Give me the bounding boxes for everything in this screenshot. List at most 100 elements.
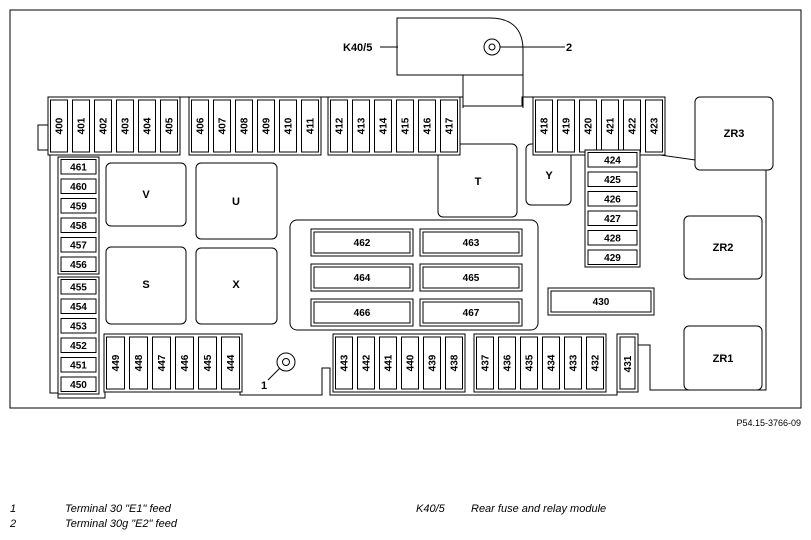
fuse-449-label: 449 [111, 354, 122, 371]
fuse-409-label: 409 [262, 117, 273, 134]
fuse-416-label: 416 [423, 117, 434, 134]
fuse-412 [330, 99, 348, 153]
fuse-409 [257, 99, 275, 153]
fuse-433-label: 433 [569, 354, 580, 371]
fuse-459-label: 459 [70, 201, 87, 212]
fuse-413-label: 413 [357, 117, 368, 134]
relay-y-label: Y [545, 170, 553, 182]
relay-zr2 [683, 215, 763, 280]
fuse-451 [60, 357, 97, 373]
fuse-410 [279, 99, 297, 153]
fuse-441-label: 441 [384, 354, 395, 371]
fuse-462-label: 462 [354, 238, 371, 249]
fuse-430-inner [550, 290, 652, 313]
module-label: K40/5 [343, 42, 372, 54]
fuse-406-label: 406 [196, 117, 207, 134]
fuse-424-label: 424 [604, 155, 621, 166]
fuse-418 [535, 99, 553, 153]
fuse-457-label: 457 [70, 240, 87, 251]
fuse-410-label: 410 [284, 117, 295, 134]
fuse-467-label: 467 [463, 308, 480, 319]
relay-zr3-label: ZR3 [724, 128, 745, 140]
fuse-414 [374, 99, 392, 153]
fuse-438 [445, 336, 463, 390]
fuse-445-label: 445 [203, 354, 214, 371]
relay-x [195, 247, 278, 325]
fuse-group-top_b [188, 96, 322, 156]
fuse-464-inner [313, 266, 411, 289]
fuse-box-diagram: 2 K40/5 1 V U S X T Y ZR3 ZR2 ZR1 430 43… [9, 9, 802, 409]
fuse-440 [401, 336, 419, 390]
fuse-group-left_col_a [57, 156, 100, 275]
fuse-434-label: 434 [547, 354, 558, 371]
fuse-411-label: 411 [306, 117, 317, 134]
fuse-446-label: 446 [180, 354, 191, 371]
callout-1-label: 1 [261, 380, 267, 392]
fuse-435-label: 435 [525, 354, 536, 371]
fuse-454 [60, 298, 97, 314]
fuse-446 [175, 336, 194, 390]
fuse-405 [160, 99, 178, 153]
legend-text-k40-5: Rear fuse and relay module [471, 503, 607, 515]
relay-zr1 [683, 325, 763, 391]
relay-u-label: U [232, 196, 240, 208]
callout-1-leader [267, 367, 281, 381]
relay-v-label: V [142, 189, 150, 201]
fuse-440-label: 440 [406, 354, 417, 371]
fuse-450-label: 450 [70, 380, 87, 391]
fuse-group-bottom_a [103, 333, 243, 393]
figure-code: P54.15-3766-09 [736, 418, 801, 428]
fuse-415 [396, 99, 414, 153]
fuse-418-label: 418 [540, 117, 551, 134]
fuse-413 [352, 99, 370, 153]
fuse-427-label: 427 [604, 214, 621, 225]
relay-t [437, 143, 518, 218]
fuse-407 [213, 99, 231, 153]
fuse-group-left_col_b [57, 276, 100, 395]
fuse-405-label: 405 [165, 117, 176, 134]
fuse-428-label: 428 [604, 233, 621, 244]
fuse-444-label: 444 [226, 354, 237, 371]
fuse-436-label: 436 [503, 354, 514, 371]
callout-2-label: 2 [566, 42, 572, 54]
fuse-441 [379, 336, 397, 390]
fuse-465-label: 465 [463, 273, 480, 284]
fuse-421-label: 421 [606, 117, 617, 134]
fuse-453-label: 453 [70, 321, 87, 332]
fuse-424 [587, 152, 638, 168]
fuse-411 [301, 99, 319, 153]
relay-zr1-label: ZR1 [713, 353, 734, 365]
fuse-445 [198, 336, 217, 390]
fuse-401-label: 401 [77, 117, 88, 134]
relay-s [105, 246, 187, 325]
fuse-400 [50, 99, 68, 153]
relay-u [195, 162, 278, 240]
fuse-436 [498, 336, 516, 390]
fuse-463-inner [422, 231, 520, 254]
fuse-438-label: 438 [450, 354, 461, 371]
fuse-404 [138, 99, 156, 153]
fuse-430-label: 430 [593, 297, 610, 308]
fuse-456 [60, 256, 97, 272]
fuse-456-label: 456 [70, 260, 87, 271]
fuse-407-label: 407 [218, 117, 229, 134]
fuse-420-label: 420 [584, 117, 595, 134]
fuse-466-inner [313, 301, 411, 324]
terminal-1-stud-inner [282, 358, 290, 366]
fuse-426 [587, 191, 638, 207]
fuse-404-label: 404 [143, 117, 154, 134]
fuse-419-label: 419 [562, 117, 573, 134]
legend-text-1: Terminal 30 "E1" feed [65, 503, 171, 515]
fuse-457 [60, 237, 97, 253]
fuse-453 [60, 318, 97, 334]
terminal-2-stud-inner [488, 43, 496, 51]
fuse-462-inner [313, 231, 411, 254]
fuse-408-label: 408 [240, 117, 251, 134]
diagram-frame [9, 9, 802, 409]
fuse-group-bottom_c [473, 333, 607, 393]
fuse-group-top_d [532, 96, 666, 156]
fuse-432-label: 432 [591, 354, 602, 371]
fuse-431-label: 431 [623, 355, 634, 372]
fuse-400-label: 400 [55, 117, 66, 134]
